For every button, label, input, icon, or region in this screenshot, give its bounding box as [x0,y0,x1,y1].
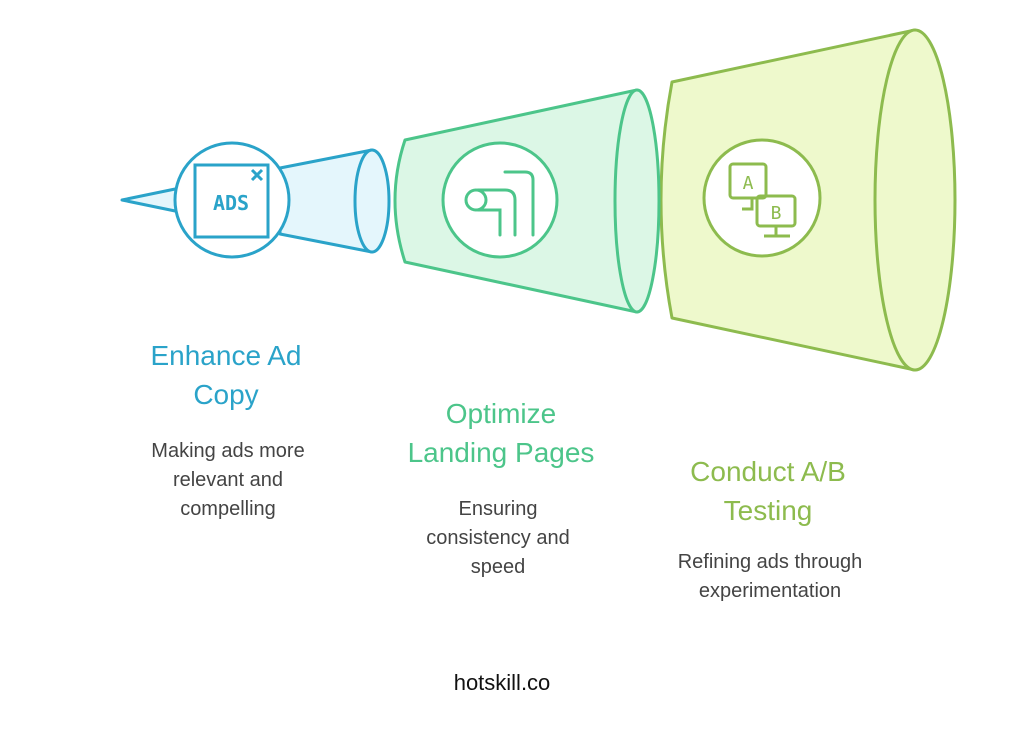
desc-line: compelling [180,498,276,520]
stage3-title: Conduct A/B Testing [690,452,846,530]
stage2-description: Ensuring consistency and speed [426,495,569,582]
ab-icon-b: B [771,203,782,224]
stage1-description: Making ads more relevant and compelling [151,437,304,524]
ads-icon: ADS [173,141,291,259]
ads-icon-text: ADS [213,191,249,215]
footer-site-name: hotskill.co [453,670,551,695]
stage2-title-line1: Optimize [445,398,557,429]
desc-line: relevant and [172,469,284,491]
stage2-title-line2: Landing Pages [407,437,595,468]
stage3-title-line1: Conduct A/B [690,456,846,487]
stage1-title-line2: Copy [193,379,259,410]
desc-line: Ensuring [458,498,538,520]
stage1-title: Enhance Ad Copy [150,336,301,414]
ab-test-icon: A B [702,138,822,258]
desc-line: speed [470,556,526,578]
ab-icon-a: A [743,173,754,194]
stage3-title-line2: Testing [723,495,813,526]
stage1-title-line1: Enhance Ad [150,340,302,371]
desc-line: Refining ads through [677,551,863,573]
desc-line: Making ads more [151,440,305,462]
stage1-cone [120,148,391,254]
stage2-title: Optimize Landing Pages [408,394,595,472]
desc-line: experimentation [698,580,842,602]
stage3-description: Refining ads through experimentation [678,548,863,606]
landing-path-icon [441,141,559,259]
desc-line: consistency and [426,527,570,549]
